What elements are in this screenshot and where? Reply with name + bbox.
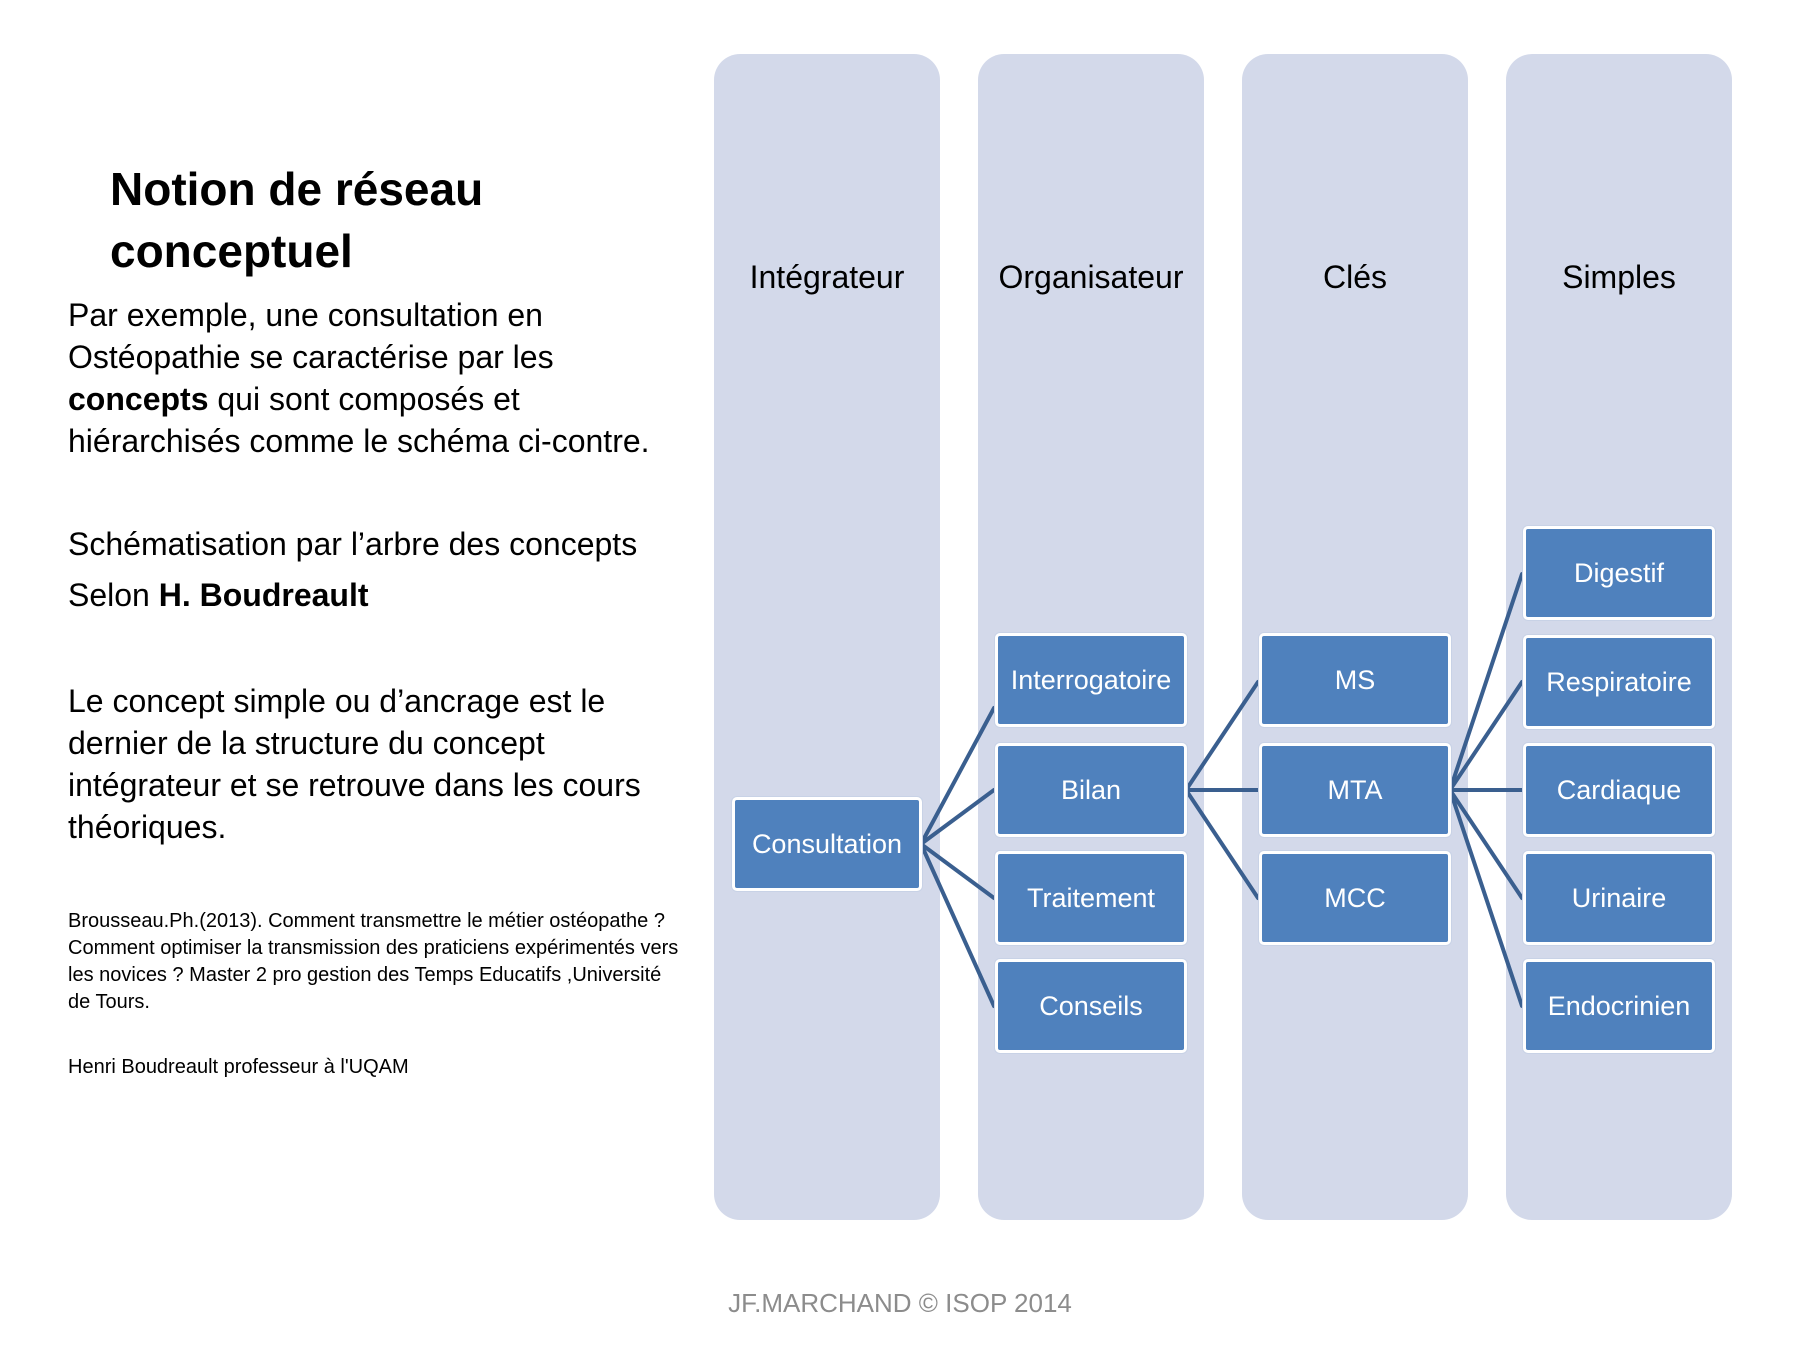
- intro-text-part1: Par exemple, une consultation en Ostéopa…: [68, 297, 554, 375]
- lane-title: Clés: [1322, 259, 1387, 295]
- author-paragraph: Selon H. Boudreault: [68, 574, 688, 616]
- node-cardiaque: Cardiaque: [1523, 743, 1715, 837]
- node-bilan: Bilan: [995, 743, 1187, 837]
- author-note: Henri Boudreault professeur à l'UQAM: [68, 1056, 409, 1078]
- schema-paragraph: Schématisation par l’arbre des concepts: [68, 526, 638, 562]
- lane-title: Organisateur: [998, 259, 1184, 295]
- node-endocrinien: Endocrinien: [1523, 959, 1715, 1053]
- node-traitement: Traitement: [995, 851, 1187, 945]
- footer-copyright: JF.MARCHAND © ISOP 2014: [728, 1288, 1072, 1318]
- lane-integrateur: Intégrateur: [714, 54, 940, 1220]
- connector-mta-digestif: [1448, 572, 1524, 792]
- connector-bilan-mcc: [1184, 788, 1260, 900]
- reference-citation: Brousseau.Ph.(2013). Comment transmettre…: [68, 910, 679, 1013]
- node-interrogatoire: Interrogatoire: [995, 633, 1187, 727]
- author-name: H. Boudreault: [158, 577, 369, 613]
- connector-mta-respiratoire: [1448, 680, 1524, 792]
- author-prefix: Selon: [68, 577, 159, 613]
- node-mcc: MCC: [1259, 851, 1451, 945]
- connector-consultation-traitement: [919, 842, 996, 900]
- intro-text-part2: qui sont composés et hiérarchisés comme …: [68, 381, 650, 459]
- node-urinaire: Urinaire: [1523, 851, 1715, 945]
- connector-consultation-bilan: [919, 788, 996, 846]
- intro-paragraph: Par exemple, une consultation en Ostéopa…: [68, 294, 688, 462]
- slide-title: Notion de réseau conceptuel: [110, 163, 484, 277]
- anchor-paragraph: Le concept simple ou d’ancrage est le de…: [68, 683, 641, 845]
- node-mta: MTA: [1259, 743, 1451, 837]
- node-digestif: Digestif: [1523, 526, 1715, 620]
- connector-consultation-conseils: [919, 842, 996, 1008]
- intro-text-bold: concepts: [68, 381, 209, 417]
- connector-consultation-interrogatoire: [919, 706, 996, 846]
- node-respiratoire: Respiratoire: [1523, 635, 1715, 729]
- connector-mta-endocrinien: [1448, 788, 1524, 1008]
- node-ms: MS: [1259, 633, 1451, 727]
- node-conseils: Conseils: [995, 959, 1187, 1053]
- lane-title: Intégrateur: [749, 259, 905, 295]
- node-consultation: Consultation: [732, 797, 922, 891]
- lane-title: Simples: [1562, 259, 1676, 295]
- connector-bilan-ms: [1184, 680, 1260, 792]
- connector-mta-urinaire: [1448, 788, 1524, 900]
